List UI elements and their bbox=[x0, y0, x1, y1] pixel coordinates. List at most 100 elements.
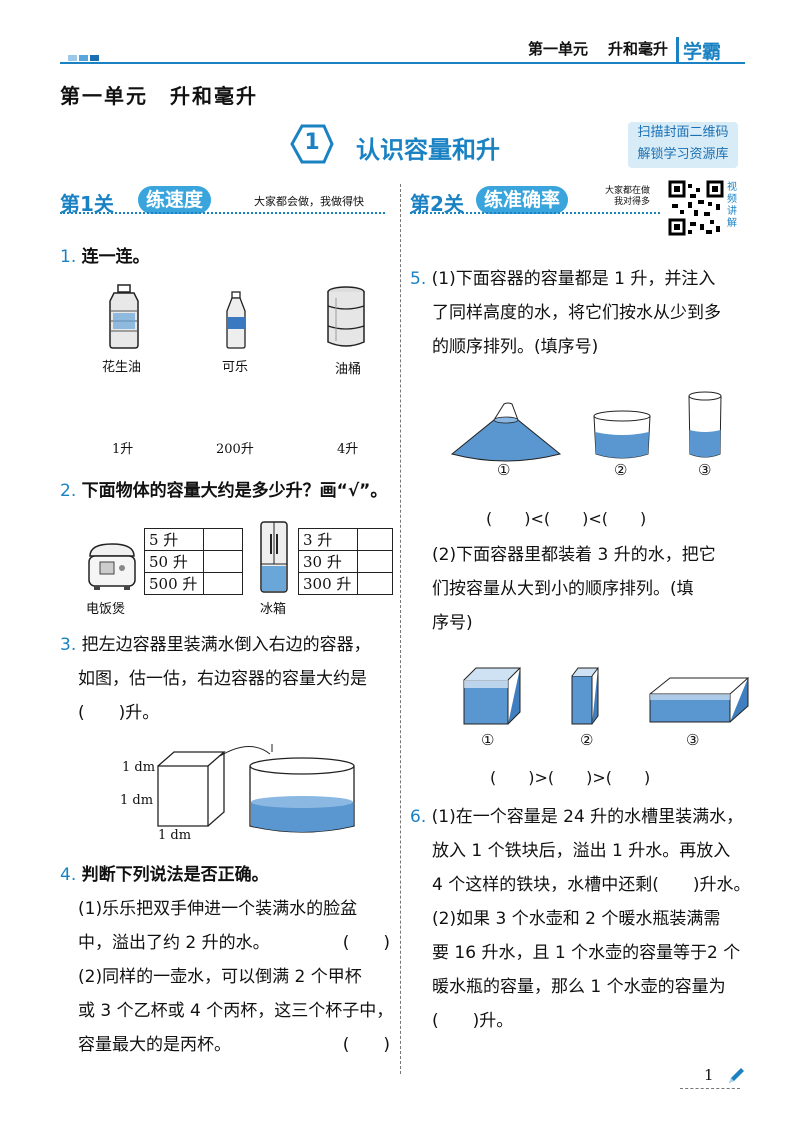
q5-containers-2 bbox=[460, 664, 750, 738]
q1-volume-1: 1升 bbox=[112, 442, 134, 457]
q4-s2-line3-row: 容量最大的是丙杯。 ( ) bbox=[60, 1028, 400, 1062]
column-divider bbox=[400, 184, 401, 1074]
q1-item-1: 花生油 bbox=[102, 360, 142, 375]
q2-check-2-1[interactable] bbox=[357, 528, 393, 551]
q5-part2: (2)下面容器里都装着 3 升的水，把它 们按容量从大到小的顺序排列。(填 序号… bbox=[432, 538, 752, 640]
q6-number: 6. bbox=[410, 807, 427, 827]
q4-s2-answer[interactable]: ( ) bbox=[342, 1035, 390, 1055]
q3-line1: 把左边容器里装满水倒入右边的容器， bbox=[81, 635, 371, 655]
q3-dim-1: 1 dm bbox=[122, 760, 156, 775]
footer-rule bbox=[680, 1088, 740, 1089]
q2-table-1: 5 升 50 升 500 升 bbox=[144, 528, 243, 595]
rice-cooker-icon bbox=[84, 538, 140, 596]
level2-slogan-line2: 我对得多 bbox=[613, 197, 650, 207]
q5-number: 5. bbox=[410, 269, 427, 289]
level1-slogan: 大家都会做，我做得快 bbox=[254, 195, 364, 208]
q5-label2-3: ③ bbox=[686, 731, 700, 749]
q3-dim-2: 1 dm bbox=[120, 793, 154, 808]
q4-number: 4. bbox=[60, 865, 77, 885]
q1-item-3: 油桶 bbox=[335, 362, 362, 377]
q3-number: 3. bbox=[60, 635, 77, 655]
q2-text: 下面物体的容量大约是多少升？画“√”。 bbox=[81, 481, 388, 501]
q1-text: 连一连。 bbox=[81, 247, 150, 267]
q4-s2-line2: 或 3 个乙杯或 4 个丙杯，这三个杯子中， bbox=[78, 1001, 394, 1021]
q4-s1-answer[interactable]: ( ) bbox=[342, 933, 390, 953]
q2-check-1-2[interactable] bbox=[203, 550, 243, 573]
level1-underline bbox=[60, 212, 385, 214]
q6-p1-line3: 4 个这样的铁块，水槽中还剩( )升水。 bbox=[432, 875, 751, 895]
level1-badge: 练速度 bbox=[138, 186, 212, 214]
q4-s1-line2-row: 中，溢出了约 2 升的水。 ( ) bbox=[60, 926, 400, 960]
header-rule bbox=[60, 62, 745, 64]
q6: 6. (1)在一个容量是 24 升的水槽里装满水， 放入 1 个铁块后，溢出 1… bbox=[410, 800, 760, 1038]
fridge-icon bbox=[259, 520, 289, 598]
q1: 1. 连一连。 bbox=[60, 240, 150, 274]
q2-check-2-2[interactable] bbox=[357, 550, 393, 573]
q4: 4. 判断下列说法是否正确。 (1)乐乐把双手伸进一个装满水的脸盆 中，溢出了约… bbox=[60, 858, 400, 1062]
q2-number: 2. bbox=[60, 481, 77, 501]
q3-line3: ( )升。 bbox=[78, 703, 160, 723]
q6-p2-line2: 要 16 升水，且 1 个水壶的容量等于2 个 bbox=[432, 943, 741, 963]
q5-label-1: ① bbox=[497, 461, 511, 479]
q1-volume-3: 4升 bbox=[337, 442, 359, 457]
q4-s2-line1: (2)同样的一壶水，可以倒满 2 个甲杯 bbox=[78, 967, 362, 987]
q4-s2-line3: 容量最大的是丙杯。 bbox=[78, 1035, 231, 1055]
q6-p1-line2: 放入 1 个铁块后，溢出 1 升水。再放入 bbox=[432, 841, 731, 861]
lesson-number: 1 bbox=[304, 130, 320, 155]
q5-p1-line1: (1)下面容器的容量都是 1 升，并注入 bbox=[431, 269, 716, 289]
cola-bottle-icon bbox=[223, 291, 249, 353]
q5-label2-1: ① bbox=[481, 731, 495, 749]
q5-order-2[interactable]: ( )>( )>( ) bbox=[490, 768, 651, 787]
header-unit: 第一单元 bbox=[528, 40, 589, 58]
q5-label2-2: ② bbox=[580, 731, 594, 749]
q5-p1-line3: 的顺序排列。(填序号) bbox=[432, 337, 599, 357]
q2-opt2-2: 30 升 bbox=[298, 550, 358, 573]
q2-check-1-1[interactable] bbox=[203, 528, 243, 551]
q2-table-2: 3 升 30 升 300 升 bbox=[298, 528, 393, 595]
q3: 3. 把左边容器里装满水倒入右边的容器， 如图，估一估，右边容器的容量大约是 (… bbox=[60, 628, 371, 730]
q5-p1-line2: 了同样高度的水，将它们按水从少到多 bbox=[432, 303, 721, 323]
oil-drum-icon bbox=[326, 286, 366, 352]
q5-order-1[interactable]: ( )<( )<( ) bbox=[486, 509, 647, 528]
page-number: 1 bbox=[704, 1066, 714, 1084]
q2-opt1-3: 500 升 bbox=[144, 572, 204, 595]
level2-slogan: 大家都在做 我对得多 bbox=[592, 186, 650, 208]
q1-number: 1. bbox=[60, 247, 77, 267]
brand-logo: 学霸 bbox=[676, 37, 721, 64]
q2-opt2-3: 300 升 bbox=[298, 572, 358, 595]
q5-containers-1 bbox=[450, 384, 730, 468]
q5: 5. (1)下面容器的容量都是 1 升，并注入 了同样高度的水，将它们按水从少到… bbox=[410, 262, 750, 364]
q2-opt2-1: 3 升 bbox=[298, 528, 358, 551]
q1-volume-2: 200升 bbox=[216, 442, 254, 457]
q2-opt1-2: 50 升 bbox=[144, 550, 204, 573]
q6-p1-line1: (1)在一个容量是 24 升的水槽里装满水， bbox=[431, 807, 744, 827]
header-topic: 升和毫升 bbox=[608, 40, 669, 58]
level2-slogan-line1: 大家都在做 bbox=[604, 186, 650, 196]
qr-code[interactable] bbox=[668, 180, 724, 236]
q5-p2-line2: 们按容量从大到小的顺序排列。(填 bbox=[432, 579, 694, 599]
q2-opt1-1: 5 升 bbox=[144, 528, 204, 551]
resource-line-2: 解锁学习资源库 bbox=[637, 147, 729, 162]
page-title: 第一单元 升和毫升 bbox=[60, 84, 258, 108]
header-decoration bbox=[68, 46, 104, 61]
oil-bottle-icon bbox=[104, 283, 144, 353]
q6-p2-line3: 暖水瓶的容量，那么 1 个水壶的容量为 bbox=[432, 977, 726, 997]
q6-p2-line1: (2)如果 3 个水壶和 2 个暖水瓶装满需 bbox=[432, 909, 721, 929]
q5-p2-line1: (2)下面容器里都装着 3 升的水，把它 bbox=[432, 545, 716, 565]
q3-cube-diagram bbox=[110, 740, 370, 844]
level2-underline bbox=[410, 212, 660, 214]
q4-s1-line2: 中，溢出了约 2 升的水。 bbox=[78, 933, 270, 953]
q2-obj1-label: 电饭煲 bbox=[86, 602, 126, 617]
q3-line2: 如图，估一估，右边容器的容量大约是 bbox=[78, 669, 367, 689]
resource-line-1: 扫描封面二维码 bbox=[637, 125, 729, 140]
video-label: 视频讲解 bbox=[727, 182, 737, 229]
q5-label-2: ② bbox=[614, 461, 628, 479]
q4-text: 判断下列说法是否正确。 bbox=[81, 865, 269, 885]
q2-obj2-label: 冰箱 bbox=[260, 602, 287, 617]
q5-label-3: ③ bbox=[698, 461, 712, 479]
q5-p2-line3: 序号) bbox=[432, 613, 473, 633]
q2-check-1-3[interactable] bbox=[203, 572, 243, 595]
q2-check-2-3[interactable] bbox=[357, 572, 393, 595]
q1-item-2: 可乐 bbox=[222, 360, 249, 375]
q6-p2-line4: ( )升。 bbox=[432, 1011, 514, 1031]
